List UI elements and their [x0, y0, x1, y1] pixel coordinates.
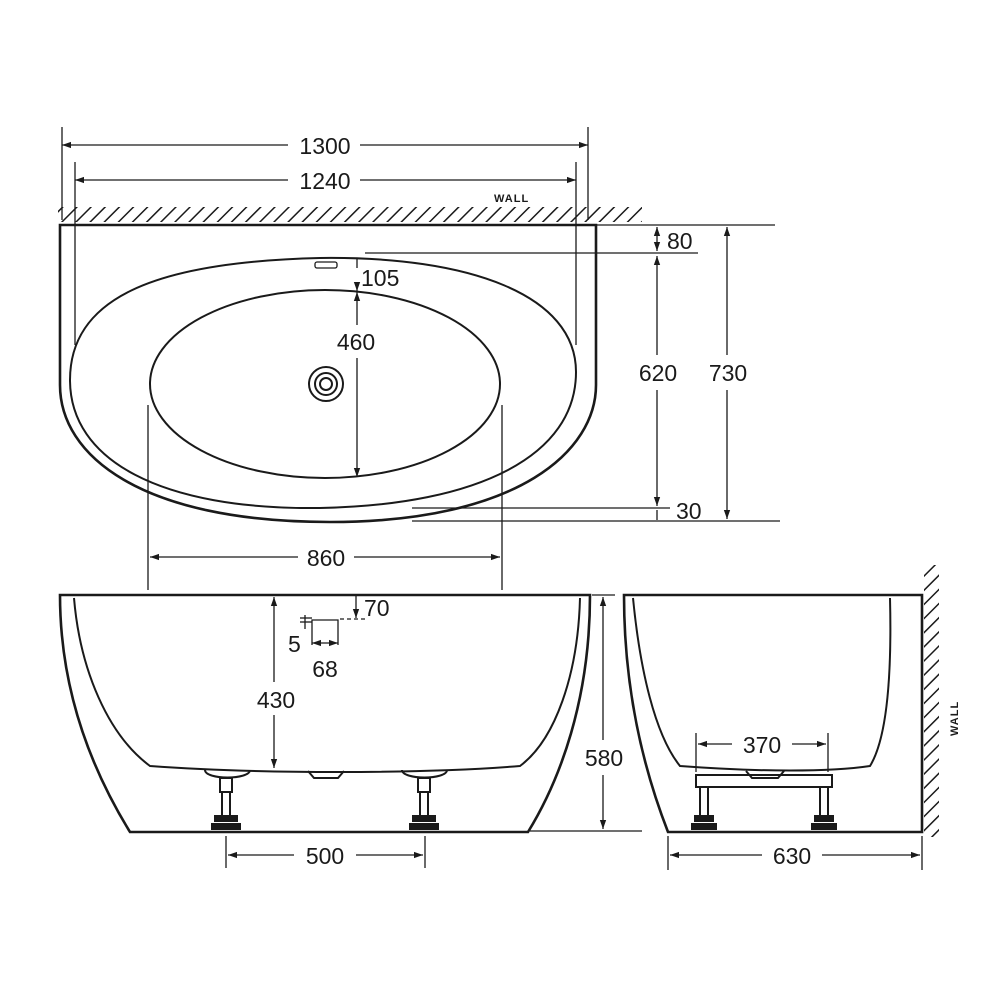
tub-bowl-outline — [149, 289, 501, 479]
svg-text:70: 70 — [364, 595, 390, 621]
leg-right-icon — [401, 769, 448, 830]
svg-text:1300: 1300 — [299, 133, 350, 159]
svg-text:580: 580 — [585, 745, 623, 771]
dim-overall-height: 580 — [530, 594, 642, 832]
side-elevation: WALL 370 — [622, 565, 961, 870]
front-inner-bowl — [73, 597, 581, 773]
dim-overall-length: 1300 — [61, 127, 589, 220]
drain-icon — [308, 366, 344, 402]
svg-text:500: 500 — [306, 843, 344, 869]
svg-text:105: 105 — [361, 265, 399, 291]
dim-leg-span-front: 500 — [225, 836, 426, 869]
wall-label-side: WALL — [949, 701, 961, 736]
dim-overflow-width: 68 — [312, 639, 338, 682]
dim-overflow-height: 5 — [288, 631, 301, 657]
svg-text:30: 30 — [676, 498, 702, 524]
overflow-slot-icon — [314, 261, 338, 269]
dim-wall-gap: 80 — [653, 227, 693, 254]
svg-text:730: 730 — [709, 360, 747, 386]
dim-bowl-width: 460 — [337, 292, 375, 477]
front-outer-shell — [58, 593, 592, 834]
svg-text:80: 80 — [667, 228, 693, 254]
support-frame-icon — [691, 774, 837, 830]
svg-text:68: 68 — [312, 656, 338, 682]
dim-overflow-drop: 70 — [352, 595, 390, 621]
dim-overall-width: 730 — [709, 227, 747, 519]
overflow-detail — [300, 615, 368, 645]
dim-front-offset: 30 — [656, 498, 702, 524]
leg-left-icon — [204, 769, 251, 830]
wall-label-top: WALL — [494, 193, 529, 205]
dim-rim-width: 620 — [639, 256, 677, 506]
front-drain-icon — [307, 770, 345, 779]
tub-outer-shell — [58, 223, 598, 524]
svg-text:630: 630 — [773, 843, 811, 869]
dim-bowl-length: 860 — [147, 405, 503, 590]
svg-text:460: 460 — [337, 329, 375, 355]
dim-leg-span-side: 370 — [695, 732, 829, 772]
side-inner-bowl — [632, 597, 892, 772]
svg-text:370: 370 — [743, 732, 781, 758]
wall-hatch-side — [924, 565, 939, 837]
svg-text:860: 860 — [307, 545, 345, 571]
side-outer-shell — [622, 593, 924, 834]
dim-inner-rim-length: 1240 — [74, 162, 577, 345]
dim-overflow-offset: 105 — [353, 258, 399, 291]
wall-hatch-top — [58, 207, 642, 222]
dim-inner-depth: 430 — [257, 597, 295, 768]
plan-view: WALL 1300 1240 — [58, 127, 780, 590]
svg-text:1240: 1240 — [299, 168, 350, 194]
dim-side-depth: 630 — [667, 836, 923, 870]
svg-text:430: 430 — [257, 687, 295, 713]
svg-text:620: 620 — [639, 360, 677, 386]
front-elevation: 70 5 68 430 580 500 — [58, 593, 642, 869]
tub-rim-outline — [68, 256, 578, 510]
